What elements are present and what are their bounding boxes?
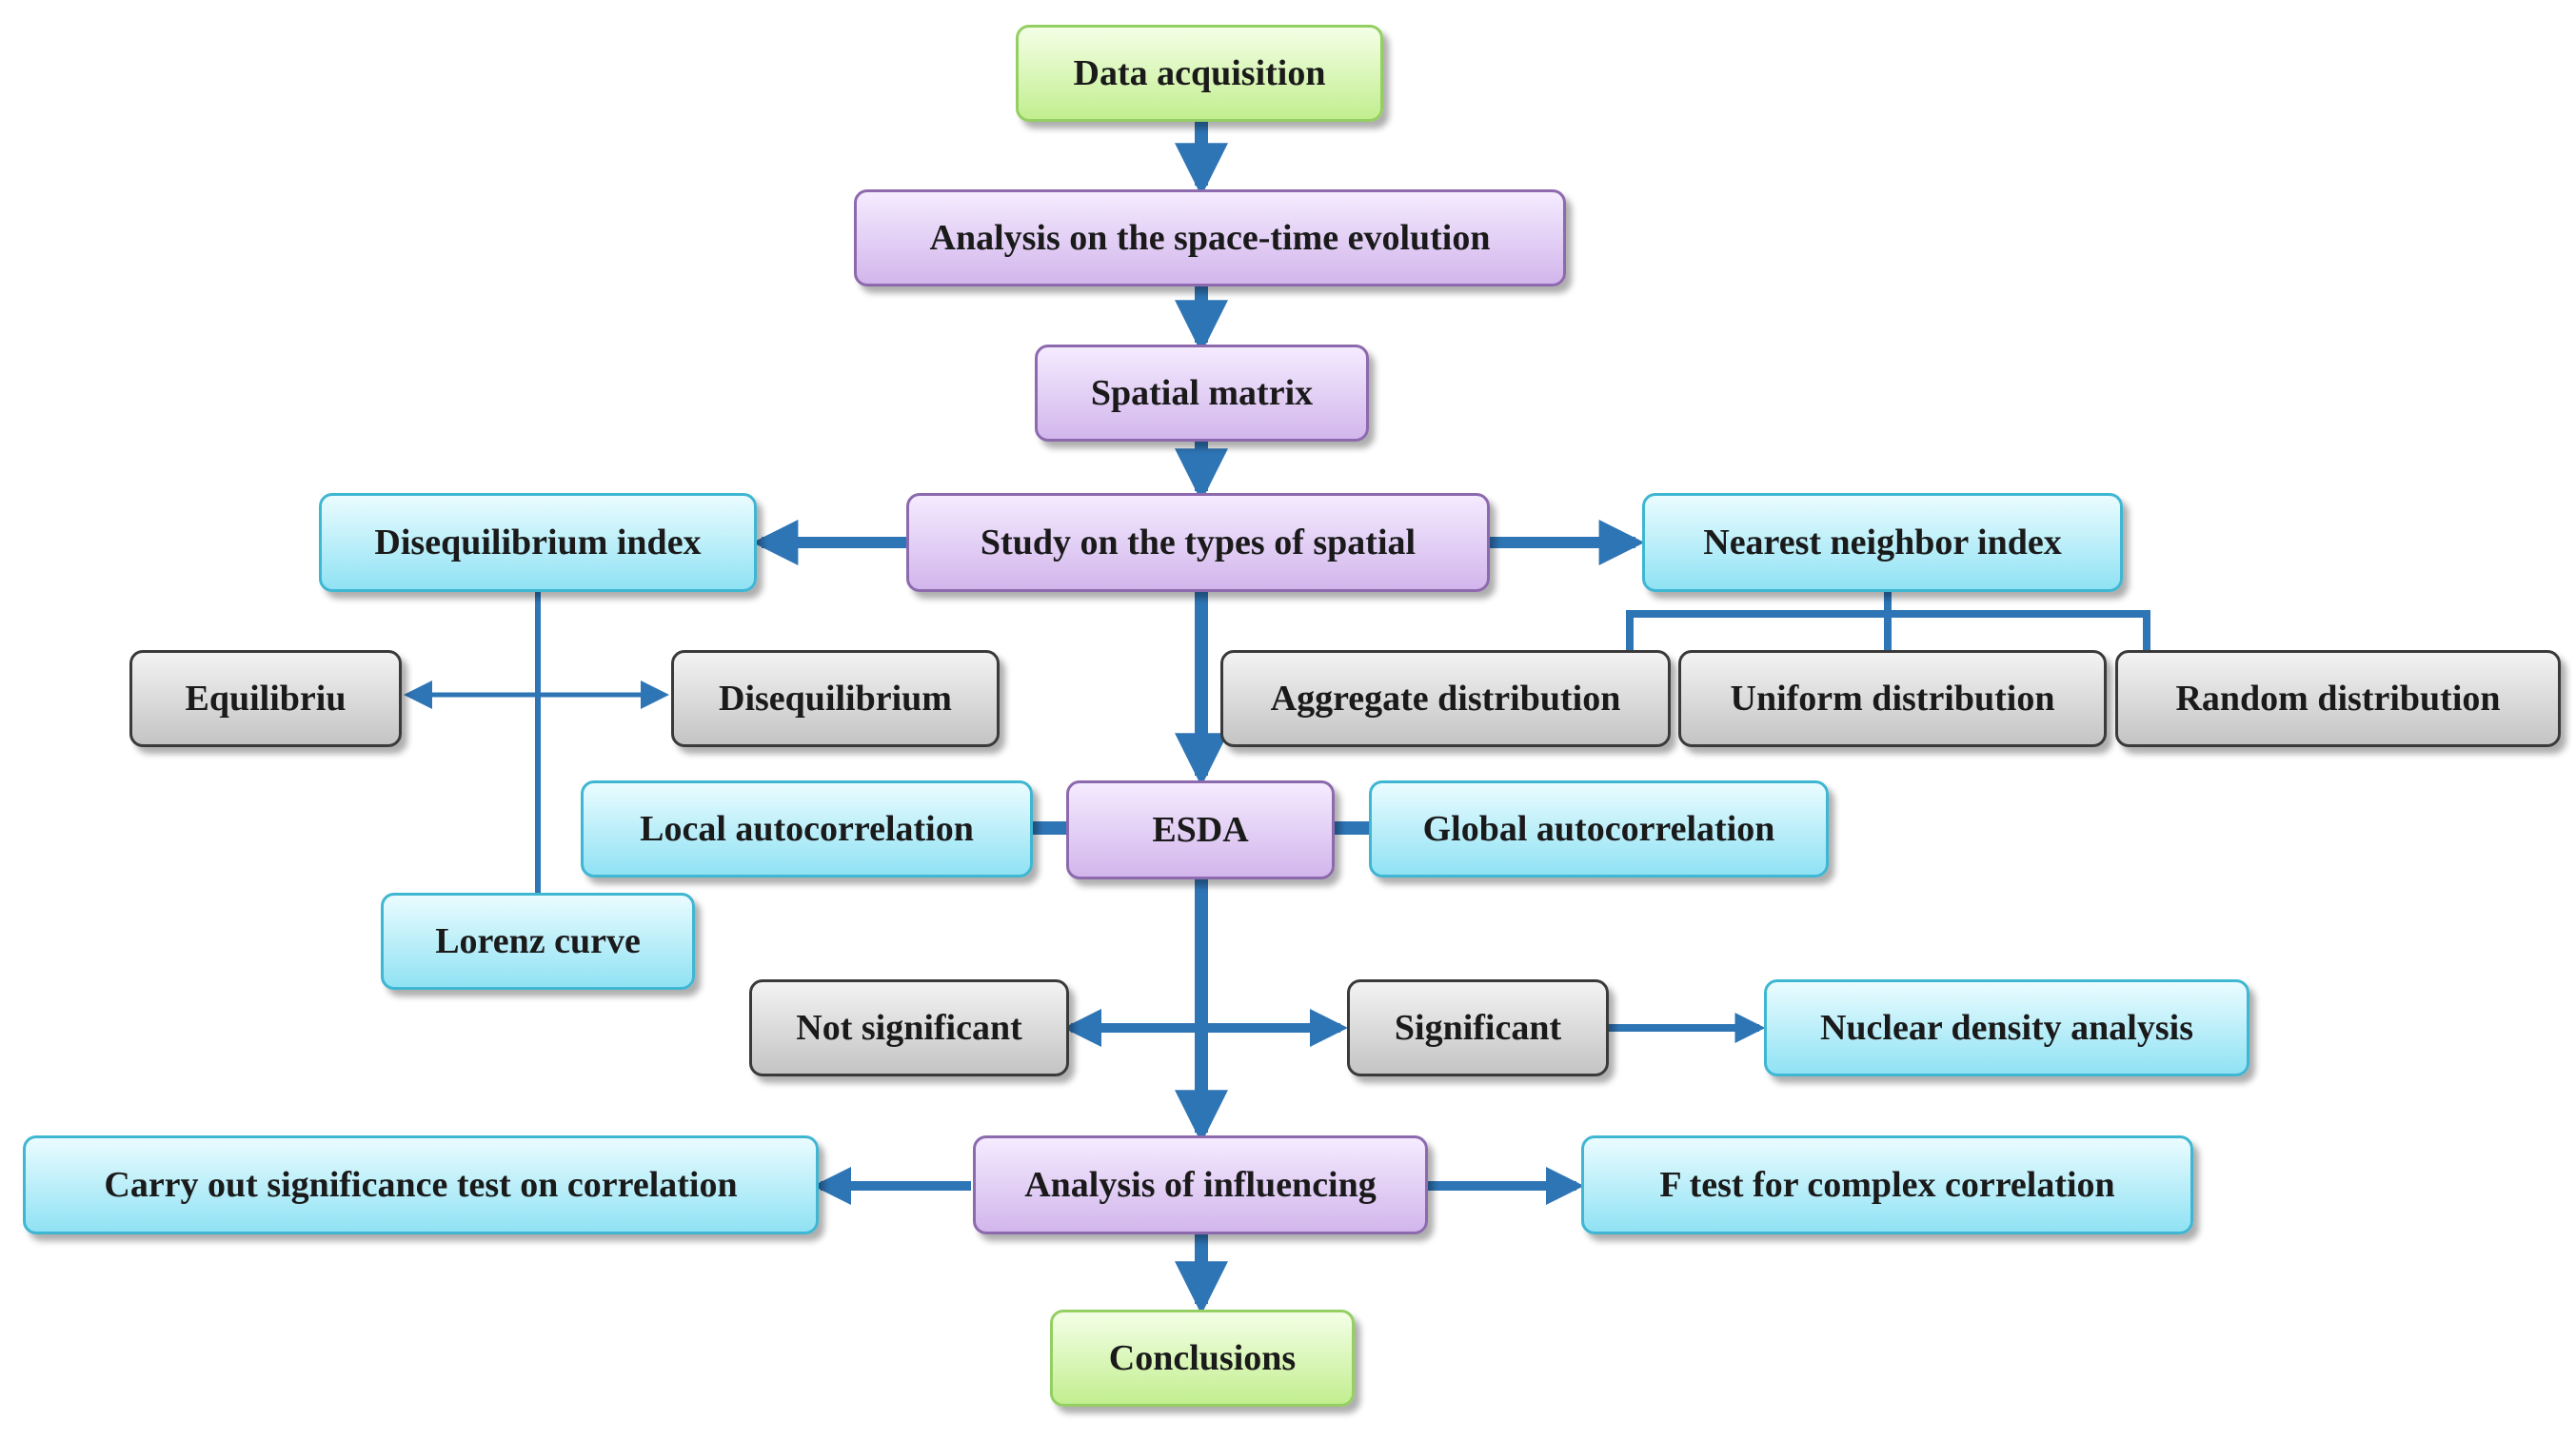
aggregate-distribution-node: Aggregate distribution bbox=[1220, 650, 1671, 747]
analysis-of-influencing-node: Analysis of influencing bbox=[973, 1135, 1428, 1234]
lorenz-curve-node: Lorenz curve bbox=[381, 893, 695, 990]
types-of-spatial-node: Study on the types of spatial bbox=[906, 493, 1490, 592]
equilibriu-node: Equilibriu bbox=[129, 650, 402, 747]
random-distribution-node: Random distribution bbox=[2115, 650, 2561, 747]
data-acquisition-node: Data acquisition bbox=[1016, 25, 1383, 122]
nearest-neighbor-index-node: Nearest neighbor index bbox=[1642, 493, 2123, 592]
not-significant-node: Not significant bbox=[749, 979, 1069, 1076]
global-autocorrelation-node: Global autocorrelation bbox=[1369, 780, 1829, 878]
disequilibrium-index-node: Disequilibrium index bbox=[319, 493, 757, 592]
f-test-node: F test for complex correlation bbox=[1581, 1135, 2193, 1234]
spatial-matrix-node: Spatial matrix bbox=[1035, 345, 1369, 442]
disequilibrium-node: Disequilibrium bbox=[671, 650, 1000, 747]
esda-node: ESDA bbox=[1066, 780, 1335, 879]
space-time-evolution-node: Analysis on the space-time evolution bbox=[854, 189, 1566, 286]
uniform-distribution-node: Uniform distribution bbox=[1678, 650, 2107, 747]
conclusions-node: Conclusions bbox=[1050, 1310, 1355, 1407]
nuclear-density-analysis-node: Nuclear density analysis bbox=[1764, 979, 2249, 1076]
local-autocorrelation-node: Local autocorrelation bbox=[581, 780, 1033, 878]
significance-test-node: Carry out significance test on correlati… bbox=[23, 1135, 819, 1234]
significant-node: Significant bbox=[1347, 979, 1609, 1076]
